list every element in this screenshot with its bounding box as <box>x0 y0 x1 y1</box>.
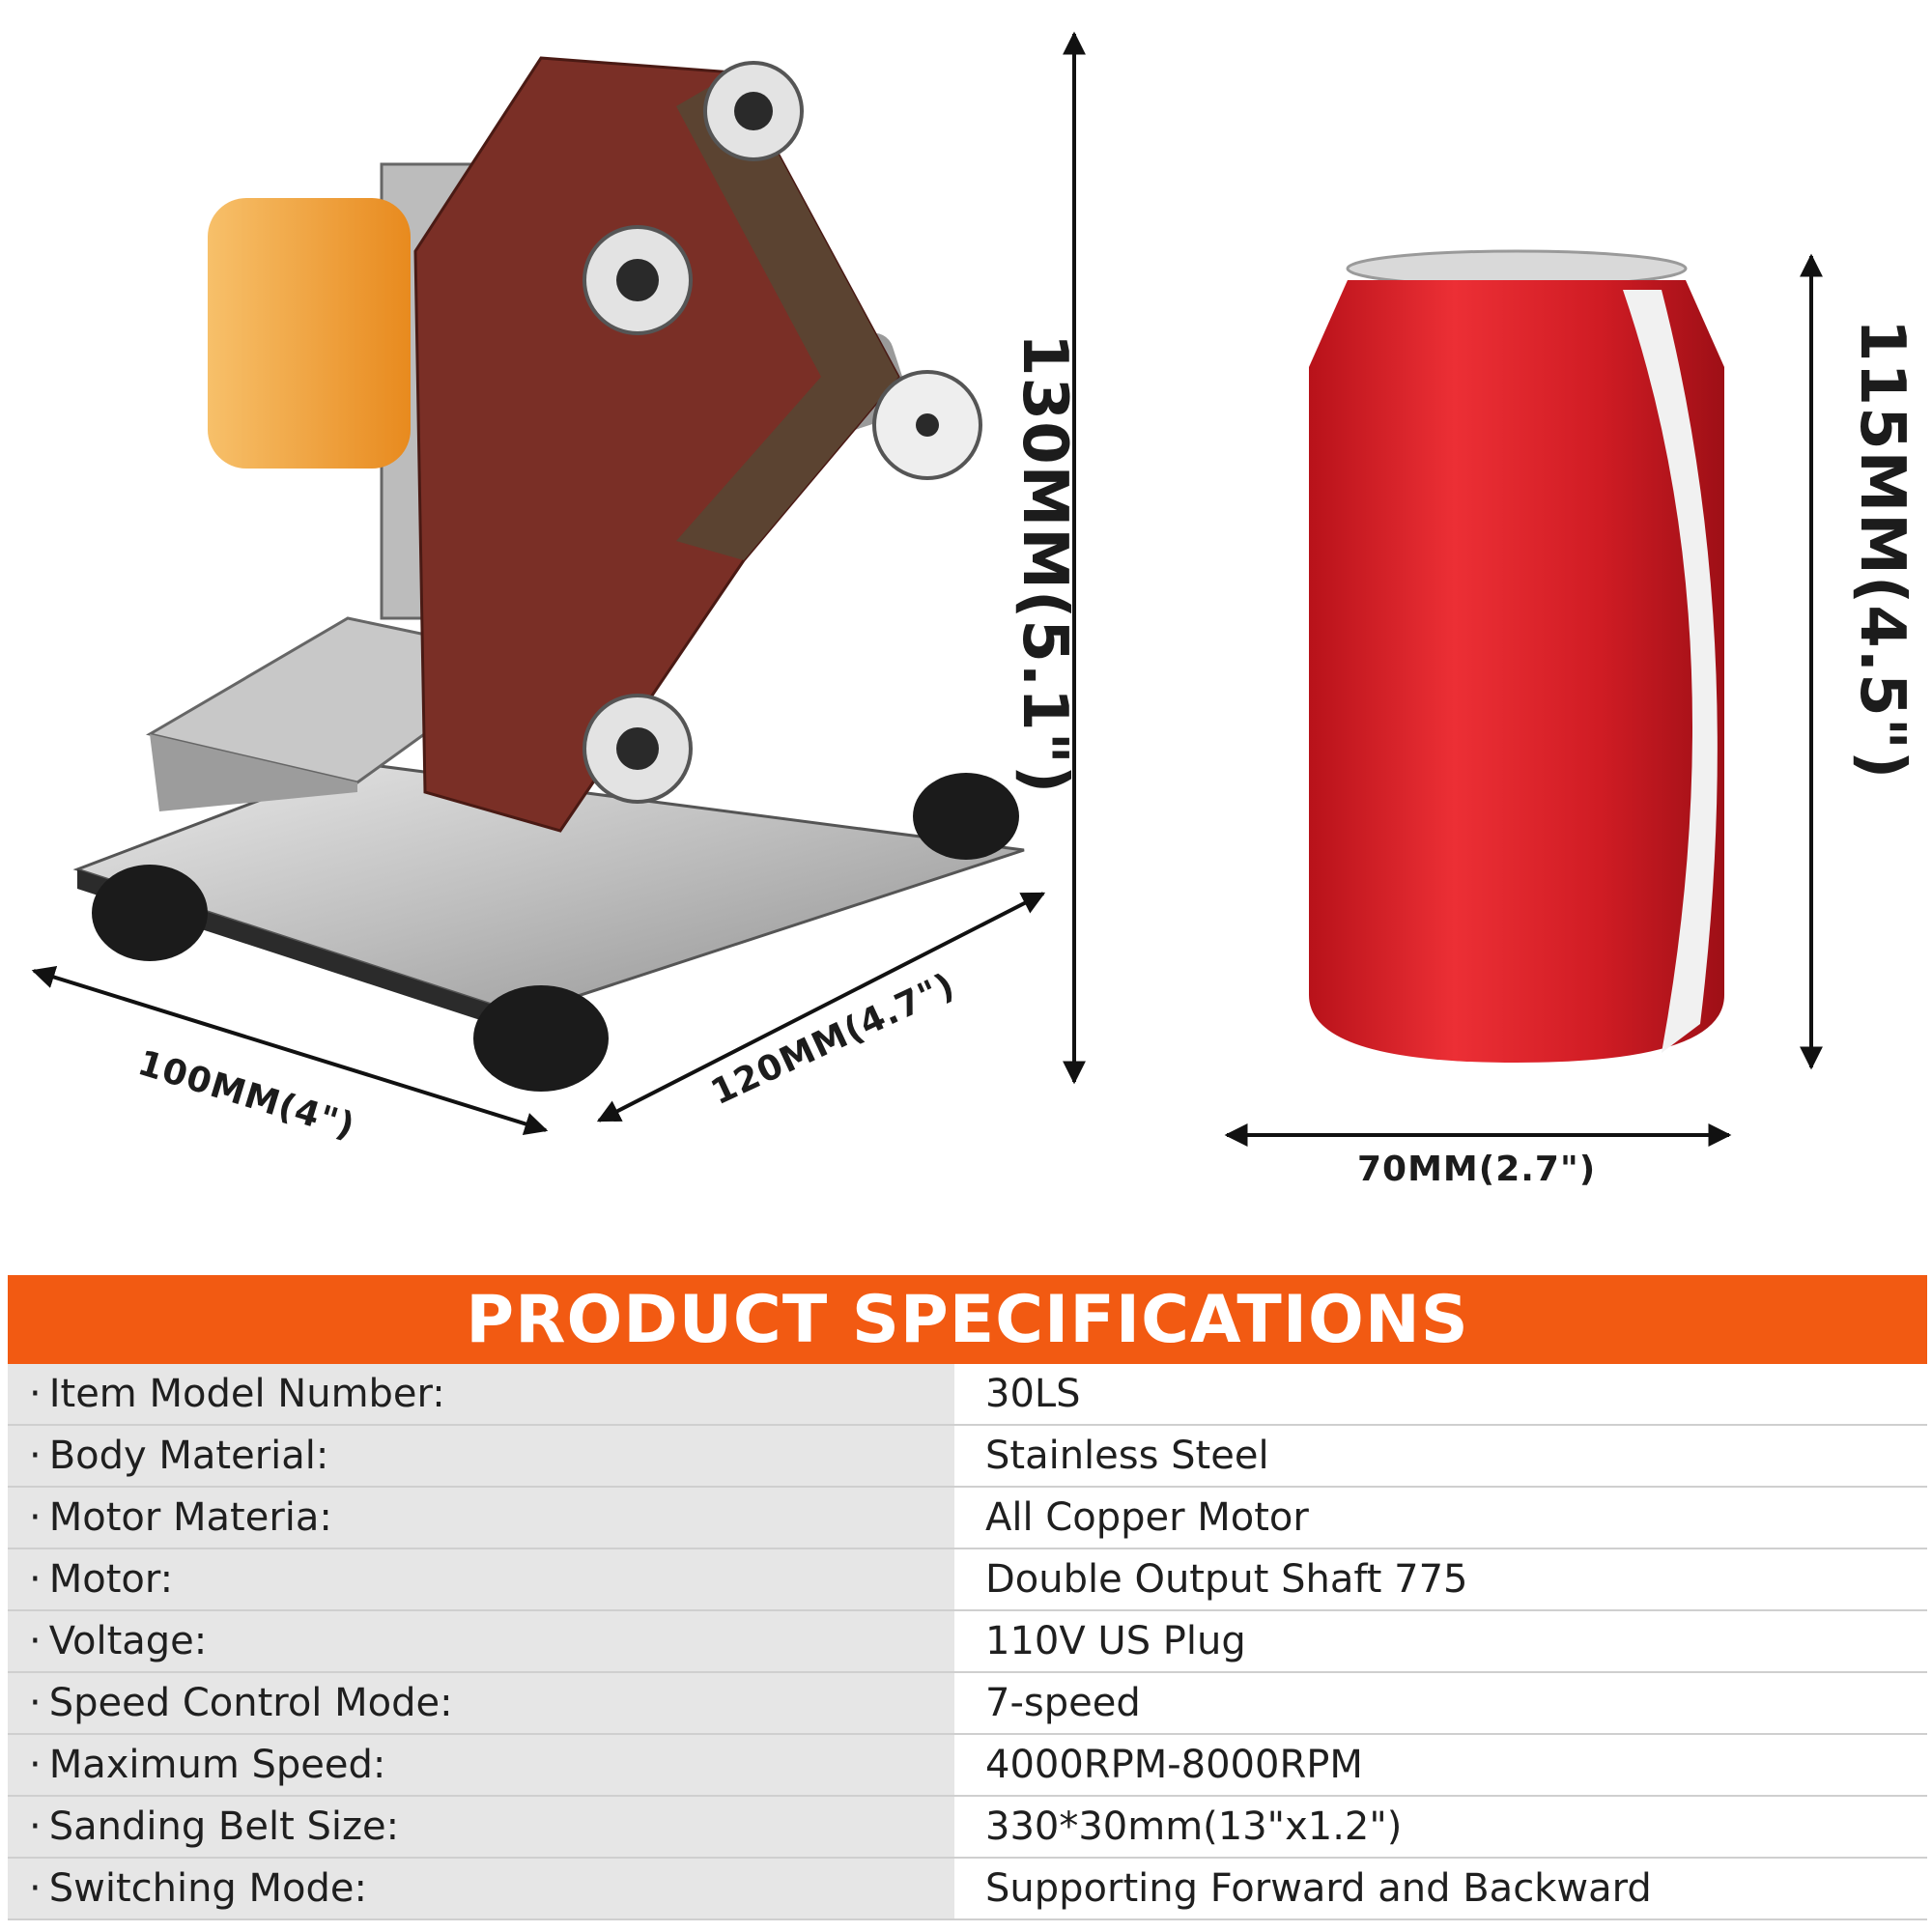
spec-label: Switching Mode: <box>48 1866 367 1911</box>
product-illustration <box>31 31 1823 1147</box>
spec-label-cell: ·Item Model Number: <box>8 1364 954 1424</box>
machine-height-label: 130MM(5.1") <box>1009 333 1080 795</box>
soda-can <box>1309 249 1724 1063</box>
spec-row: ·Motor: Double Output Shaft 775 <box>8 1549 1927 1611</box>
spec-label: Motor: <box>48 1557 174 1602</box>
spec-label-cell: ·Sanding Belt Size: <box>8 1797 954 1857</box>
motor <box>208 198 411 469</box>
spec-value-cell: All Copper Motor <box>954 1488 1927 1548</box>
spec-row: ·Body Material: Stainless Steel <box>8 1426 1927 1488</box>
spec-row: ·Switching Mode: Supporting Forward and B… <box>8 1859 1927 1920</box>
bolt-icon <box>916 413 939 437</box>
bullet-dot-icon: · <box>29 1804 42 1849</box>
spec-label-cell: ·Body Material: <box>8 1426 954 1486</box>
can-body <box>1309 280 1724 1063</box>
bullet-dot-icon: · <box>29 1743 42 1787</box>
hex-bolt-icon <box>616 259 659 301</box>
spec-row: ·Maximum Speed: 4000RPM-8000RPM <box>8 1735 1927 1797</box>
dim-arrow-depth <box>596 892 1046 1122</box>
spec-value: Double Output Shaft 775 <box>985 1557 1468 1602</box>
spec-value: 7-speed <box>985 1681 1141 1725</box>
spec-value-cell: 7-speed <box>954 1673 1927 1733</box>
bullet-dot-icon: · <box>29 1557 42 1602</box>
spec-rows: ·Item Model Number:30LS·Body Material:St… <box>8 1364 1927 1920</box>
bullet-dot-icon: · <box>29 1866 42 1911</box>
spec-value-cell: Supporting Forward and Backward <box>954 1859 1927 1918</box>
spec-label: Speed Control Mode: <box>48 1681 453 1725</box>
work-rest-lip <box>150 734 357 811</box>
rubber-foot <box>473 985 609 1092</box>
spec-value: Supporting Forward and Backward <box>985 1866 1652 1911</box>
rubber-foot <box>92 865 208 961</box>
spec-header: PRODUCT SPECIFICATIONS <box>8 1275 1927 1364</box>
bullet-dot-icon: · <box>29 1619 42 1663</box>
spec-value-cell: Stainless Steel <box>954 1426 1927 1486</box>
spec-value: 110V US Plug <box>985 1619 1246 1663</box>
spec-label: Motor Materia: <box>48 1495 332 1540</box>
spec-label-cell: ·Speed Control Mode: <box>8 1673 954 1733</box>
hex-bolt-icon <box>734 92 773 130</box>
sanding-belt-back <box>676 72 898 560</box>
spec-title: PRODUCT SPECIFICATIONS <box>466 1281 1469 1358</box>
spec-value: 4000RPM-8000RPM <box>985 1743 1363 1787</box>
spec-label-cell: ·Voltage: <box>8 1611 954 1671</box>
rubber-foot <box>913 773 1019 860</box>
spec-table: PRODUCT SPECIFICATIONS ·Item Model Numbe… <box>8 1275 1927 1920</box>
spec-value-cell: 330*30mm(13"x1.2") <box>954 1797 1927 1857</box>
bullet-dot-icon: · <box>29 1372 42 1416</box>
spec-value-cell: Double Output Shaft 775 <box>954 1549 1927 1609</box>
bullet-dot-icon: · <box>29 1434 42 1478</box>
spec-label: Maximum Speed: <box>48 1743 386 1787</box>
spec-row: ·Speed Control Mode: 7-speed <box>8 1673 1927 1735</box>
hex-bolt-icon <box>616 727 659 770</box>
belt-sander-machine <box>72 56 1025 1092</box>
spec-label: Body Material: <box>48 1434 329 1478</box>
spec-value: All Copper Motor <box>985 1495 1309 1540</box>
spec-label: Sanding Belt Size: <box>48 1804 400 1849</box>
can-width-label: 70MM(2.7") <box>1357 1150 1597 1189</box>
bullet-dot-icon: · <box>29 1681 42 1725</box>
spec-label: Voltage: <box>48 1619 208 1663</box>
can-swoosh <box>1623 290 1718 1053</box>
spec-value: Stainless Steel <box>985 1434 1269 1478</box>
spec-value-cell: 110V US Plug <box>954 1611 1927 1671</box>
spec-label-cell: ·Motor: <box>8 1549 954 1609</box>
spec-label-cell: ·Maximum Speed: <box>8 1735 954 1795</box>
spec-value-cell: 4000RPM-8000RPM <box>954 1735 1927 1795</box>
bullet-dot-icon: · <box>29 1495 42 1540</box>
dim-arrow-width <box>31 965 549 1136</box>
spec-label-cell: ·Switching Mode: <box>8 1859 954 1918</box>
spec-value-cell: 30LS <box>954 1364 1927 1424</box>
spec-row: ·Voltage: 110V US Plug <box>8 1611 1927 1673</box>
spec-row: ·Sanding Belt Size: 330*30mm(13"x1.2") <box>8 1797 1927 1859</box>
spec-label-cell: ·Motor Materia: <box>8 1488 954 1548</box>
spec-value: 330*30mm(13"x1.2") <box>985 1804 1403 1849</box>
spec-value: 30LS <box>985 1372 1081 1416</box>
spec-row: ·Item Model Number: 30LS <box>8 1364 1927 1426</box>
can-height-label: 115MM(4.5") <box>1846 319 1918 781</box>
spec-row: ·Motor Materia: All Copper Motor <box>8 1488 1927 1549</box>
spec-label: Item Model Number: <box>48 1372 445 1416</box>
